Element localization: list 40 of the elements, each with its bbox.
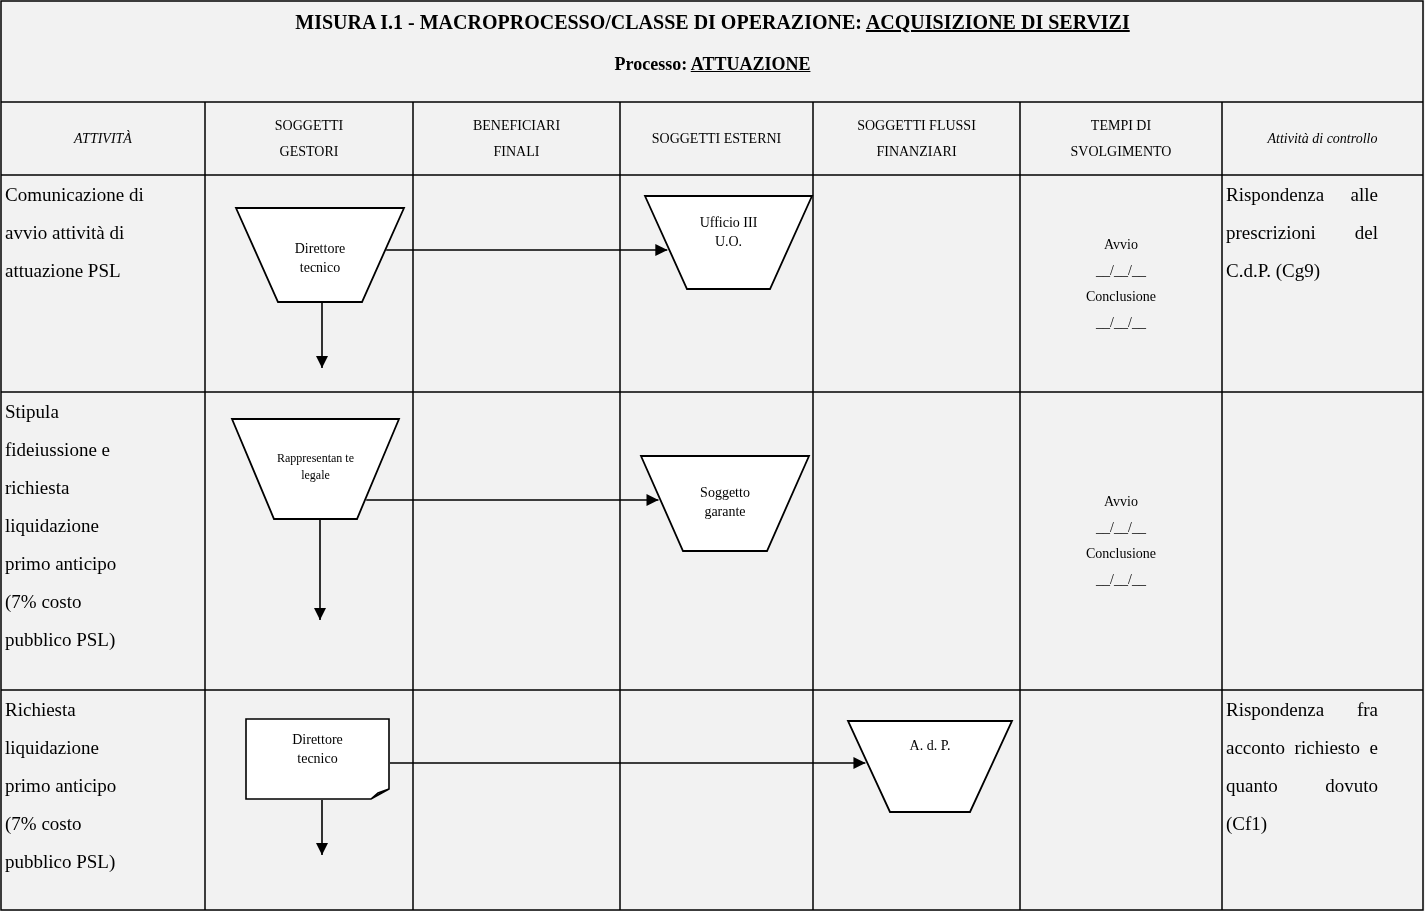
column-header: SOGGETTI GESTORI <box>273 116 345 161</box>
column-header: SOGGETTI FLUSSI FINANZIARI <box>856 116 977 161</box>
column-header: BENEFICIARI FINALI <box>471 116 562 161</box>
activity-text: Stipula fideiussione e richiesta liquidazione primo anticipo (7% costo pubblico PSL) <box>5 400 118 652</box>
timing-text: Avvio <box>1104 235 1138 254</box>
manual-operation-trapezoid <box>644 195 813 290</box>
manual-operation-trapezoid <box>231 418 400 520</box>
timing-text: Conclusione <box>1086 287 1156 306</box>
column-header: SOGGETTI ESTERNI <box>651 129 782 148</box>
node-label: Direttore tecnico <box>291 731 344 768</box>
node-label: Soggetto garante <box>699 484 751 521</box>
timing-text: Conclusione <box>1086 545 1156 563</box>
arrow <box>316 799 328 856</box>
arrow <box>316 302 328 369</box>
node-label: Rappresentan te legale <box>276 450 355 484</box>
activity-text: Richiesta liquidazione primo anticipo (7% costo pubblico PSL) <box>5 698 118 874</box>
timing-text: Avvio <box>1104 493 1138 511</box>
control-text: Rispondenza alle prescrizioni del C.d.P. (Cg9) <box>1226 183 1378 283</box>
table-title: MISURA I.1 - MACROPROCESSO/CLASSE DI OPERAZIONE: ACQUISIZIONE DI SERVIZI <box>295 10 1130 35</box>
timing-text: __/__/__ <box>1096 261 1146 280</box>
arrow <box>314 519 326 621</box>
document-shape <box>245 718 390 800</box>
timing-text: __/__/__ <box>1096 571 1146 589</box>
node-label: Ufficio III U.O. <box>698 214 759 251</box>
manual-operation-trapezoid <box>847 720 1013 813</box>
activity-text: Comunicazione di avvio attività di attuazione PSL <box>5 183 145 283</box>
node-label: A. d. P. <box>908 737 952 755</box>
control-text: Rispondenza fra acconto richiesto e quanto dovuto (Cf1) <box>1226 698 1378 836</box>
timing-text: __/__/__ <box>1096 519 1146 537</box>
node-label: Direttore tecnico <box>293 240 347 277</box>
manual-operation-trapezoid <box>235 207 405 303</box>
manual-operation-trapezoid <box>640 455 810 552</box>
column-header: ATTIVITÀ <box>74 129 132 148</box>
timing-text: __/__/__ <box>1096 313 1146 332</box>
arrow <box>385 244 669 256</box>
process-subtitle: Processo: ATTUAZIONE <box>614 53 811 76</box>
column-header: Attività di controllo <box>1267 129 1378 148</box>
arrow <box>365 494 660 506</box>
column-header: TEMPI DI SVOLGIMENTO <box>1069 116 1173 161</box>
arrow <box>389 757 867 769</box>
